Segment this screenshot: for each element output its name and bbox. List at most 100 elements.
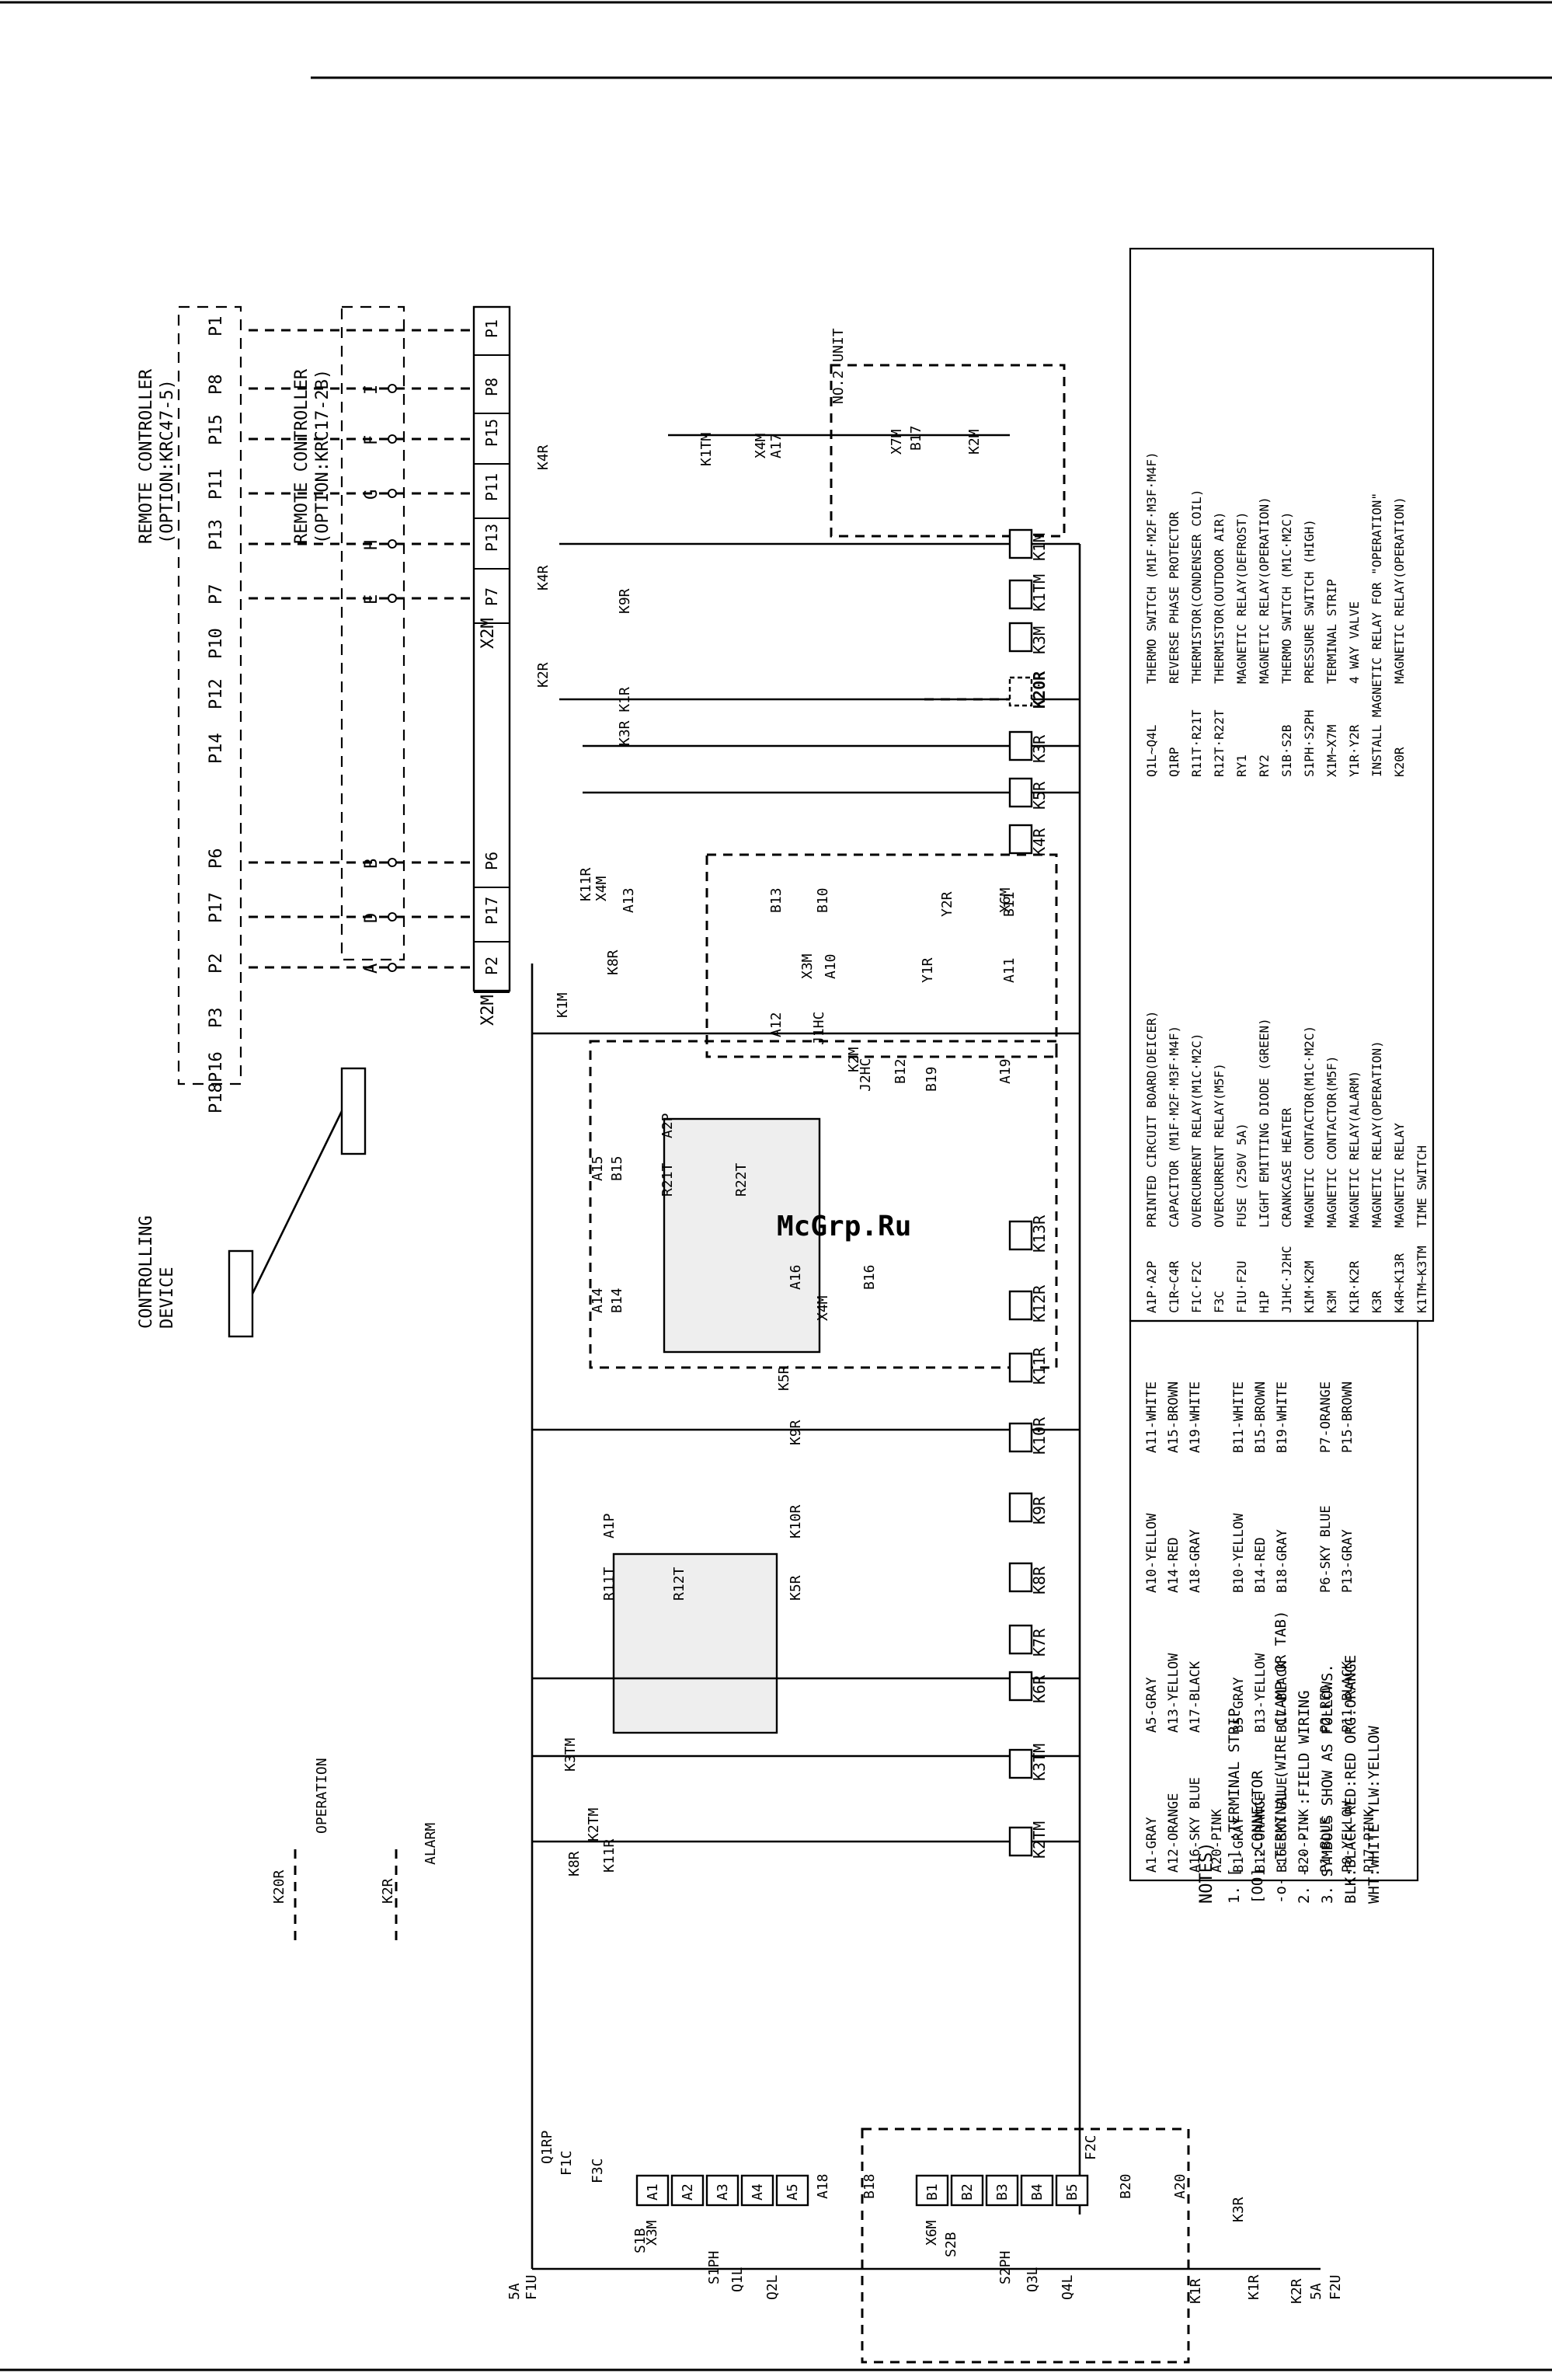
strip-a-label-a3: A3 [715,2183,731,2201]
part-label-x4m: X4M [815,1295,831,1321]
notes-line: WHT:WHITE YLW:YELLOW [1366,1726,1383,1904]
legend-desc: LIGHT EMITTING DIODE (GREEN) [1257,1018,1272,1228]
part-label-y2r: Y2R [939,891,955,917]
part-label-k2r: K2R [535,662,552,688]
x6m-strip-label: X6M [924,2220,940,2246]
part-label-a18: A18 [815,2173,831,2199]
x2m-terminal-p13: P13 [482,524,501,552]
relay-coil-k3m [1008,622,1033,653]
part-label-x6m: X6M [997,887,1014,913]
color-table-cell: B16-SKY BLUE [1275,1777,1290,1873]
remote-controller-1-title: REMOTE CONTROLLER [137,368,156,544]
strip-a-label-a2: A2 [680,2183,696,2201]
x2m-strip [472,305,511,992]
pcb-a2p [663,1117,821,1354]
no2-unit-frame-mid [705,853,1058,1058]
legend-desc: OVERCURRENT RELAY(M1C·M2C) [1189,1033,1204,1228]
x2m-terminal-p17: P17 [482,897,501,925]
part-label-r12t: R12T [671,1566,687,1601]
color-table-cell: A16-SKY BLUE [1188,1777,1203,1873]
part-label-x3m: X3M [799,953,816,979]
part-label-k1r: K1R [1188,2278,1204,2304]
part-label-b15: B15 [609,1155,625,1181]
part-label-no2unit: NO.2 UNIT [830,328,847,404]
relay-label-k10r: K10R [1030,1417,1049,1455]
color-table-cell: A20-PINK [1209,1808,1225,1873]
terminal-clamp [388,434,397,444]
part-label-k2r-l: K2R [380,1878,396,1904]
relay-label-k8r_r: K8R [1030,1566,1049,1594]
legend-code: C1R~C4R [1167,1260,1181,1313]
relay-coil-k11r_r [1008,1352,1033,1383]
part-label-k9r: K9R [617,588,633,614]
part-label-k2m: K2M [846,1047,862,1072]
relay-coils [1008,528,1033,1857]
color-table-cell: P1-BLUE [1318,1817,1334,1873]
part-label-f3c: F3C [590,2158,606,2183]
part-label-k2tm-l: K2TM [586,1807,602,1842]
remote-terminal-p16: P16 [207,1051,226,1082]
strip-b-b3 [985,2174,1019,2207]
strip-b-b4 [1020,2174,1054,2207]
x2m-terminal-p1: P1 [482,319,501,338]
color-table-cell: A11-WHITE [1144,1382,1160,1453]
part-label-k4r-top: K4R [535,444,552,470]
remote2-terminal-d: D [362,913,381,923]
part-label-k3r-b: K3R [1230,2197,1247,2222]
relay-coil-k1tm_r [1008,579,1033,610]
relay-label-k1tm_r: K1TM [1030,574,1049,612]
controlling-device-title-2: DEVICE [158,1267,177,1329]
strip-b-b2 [950,2174,984,2207]
color-table-cell: A10-YELLOW [1144,1513,1160,1593]
part-label-q1rp: Q1RP [539,2130,555,2164]
strip-b-label-b4: B4 [1029,2183,1046,2201]
x2m-terminal-p8: P8 [482,378,501,396]
remote2-terminal-g: G [362,490,381,500]
controlling-device-title: CONTROLLING [137,1215,156,1329]
part-label-k2m: K2M [966,429,983,455]
part-label-x7m: X7M [889,429,905,455]
relay-label-k3r: K3R [1030,734,1049,763]
remote-controller-2-frame [340,305,405,961]
part-label-s2b: S2B [943,2232,959,2257]
color-table-cell: P8-YELLOW [1340,1800,1355,1873]
color-table-cell: B20-PINK [1296,1808,1312,1873]
strip-a-a1 [635,2174,670,2207]
remote-terminal-p1: P1 [207,316,226,337]
remote2-terminal-a: A [362,963,381,974]
strip-b-b1 [915,2174,949,2207]
part-label-q3l: Q3L [1025,2267,1041,2292]
remote-terminal-p3: P3 [207,1008,226,1029]
legend-code-2: Q1L~Q4L [1144,725,1159,777]
legend-code-2: INSTALL MAGNETIC RELAY FOR "OPERATION" [1369,493,1384,777]
color-table-cell: B5-GRAY [1231,1677,1247,1733]
legend-desc: CAPACITOR (M1F·M2F·M3F·M4F) [1167,1026,1181,1228]
notes-line: 2. - - - - :FIELD WIRING [1296,1690,1313,1904]
relay-coil-k6r [1008,1671,1033,1702]
remote-terminal-p8: P8 [207,375,226,396]
part-label-x4m: X4M [753,433,769,458]
legend-desc: MAGNETIC CONTACTOR(M1C·M2C) [1302,1026,1317,1228]
part-label-k11r: K11R [578,867,594,901]
strip-a-a5 [775,2174,809,2207]
legend-code-2: X1M~X7M [1324,725,1339,777]
notes-line: 3. SYMBOLS SHOW AS FOLLOWS. [1319,1664,1336,1904]
legend-code: F3C [1212,1291,1227,1313]
part-label-a13: A13 [621,887,637,913]
legend-code-2: S1B·S2B [1279,725,1294,777]
strip-a-a3 [705,2174,739,2207]
relay-label-k20r: K20R [1030,671,1049,709]
color-table-cell: B11-WHITE [1231,1382,1247,1453]
legend-code-2: Q1RP [1167,747,1181,777]
legend-desc-2: REVERSE PHASE PROTECTOR [1167,511,1181,684]
no2-unit-frame-bottom [861,2127,1190,2364]
x3m-strip-label: X3M [644,2220,660,2246]
part-label-q4l: Q4L [1060,2274,1076,2300]
part-label-k2r-b: K2R [1289,2278,1305,2304]
color-table-cell: P7-ORANGE [1318,1382,1334,1453]
part-label-a11: A11 [1001,957,1018,983]
color-table-cell: B13-YELLOW [1253,1653,1268,1733]
part-label-b13: B13 [768,887,785,913]
terminal-clamp [388,858,397,867]
x2m-terminal-p11: P11 [482,473,501,501]
